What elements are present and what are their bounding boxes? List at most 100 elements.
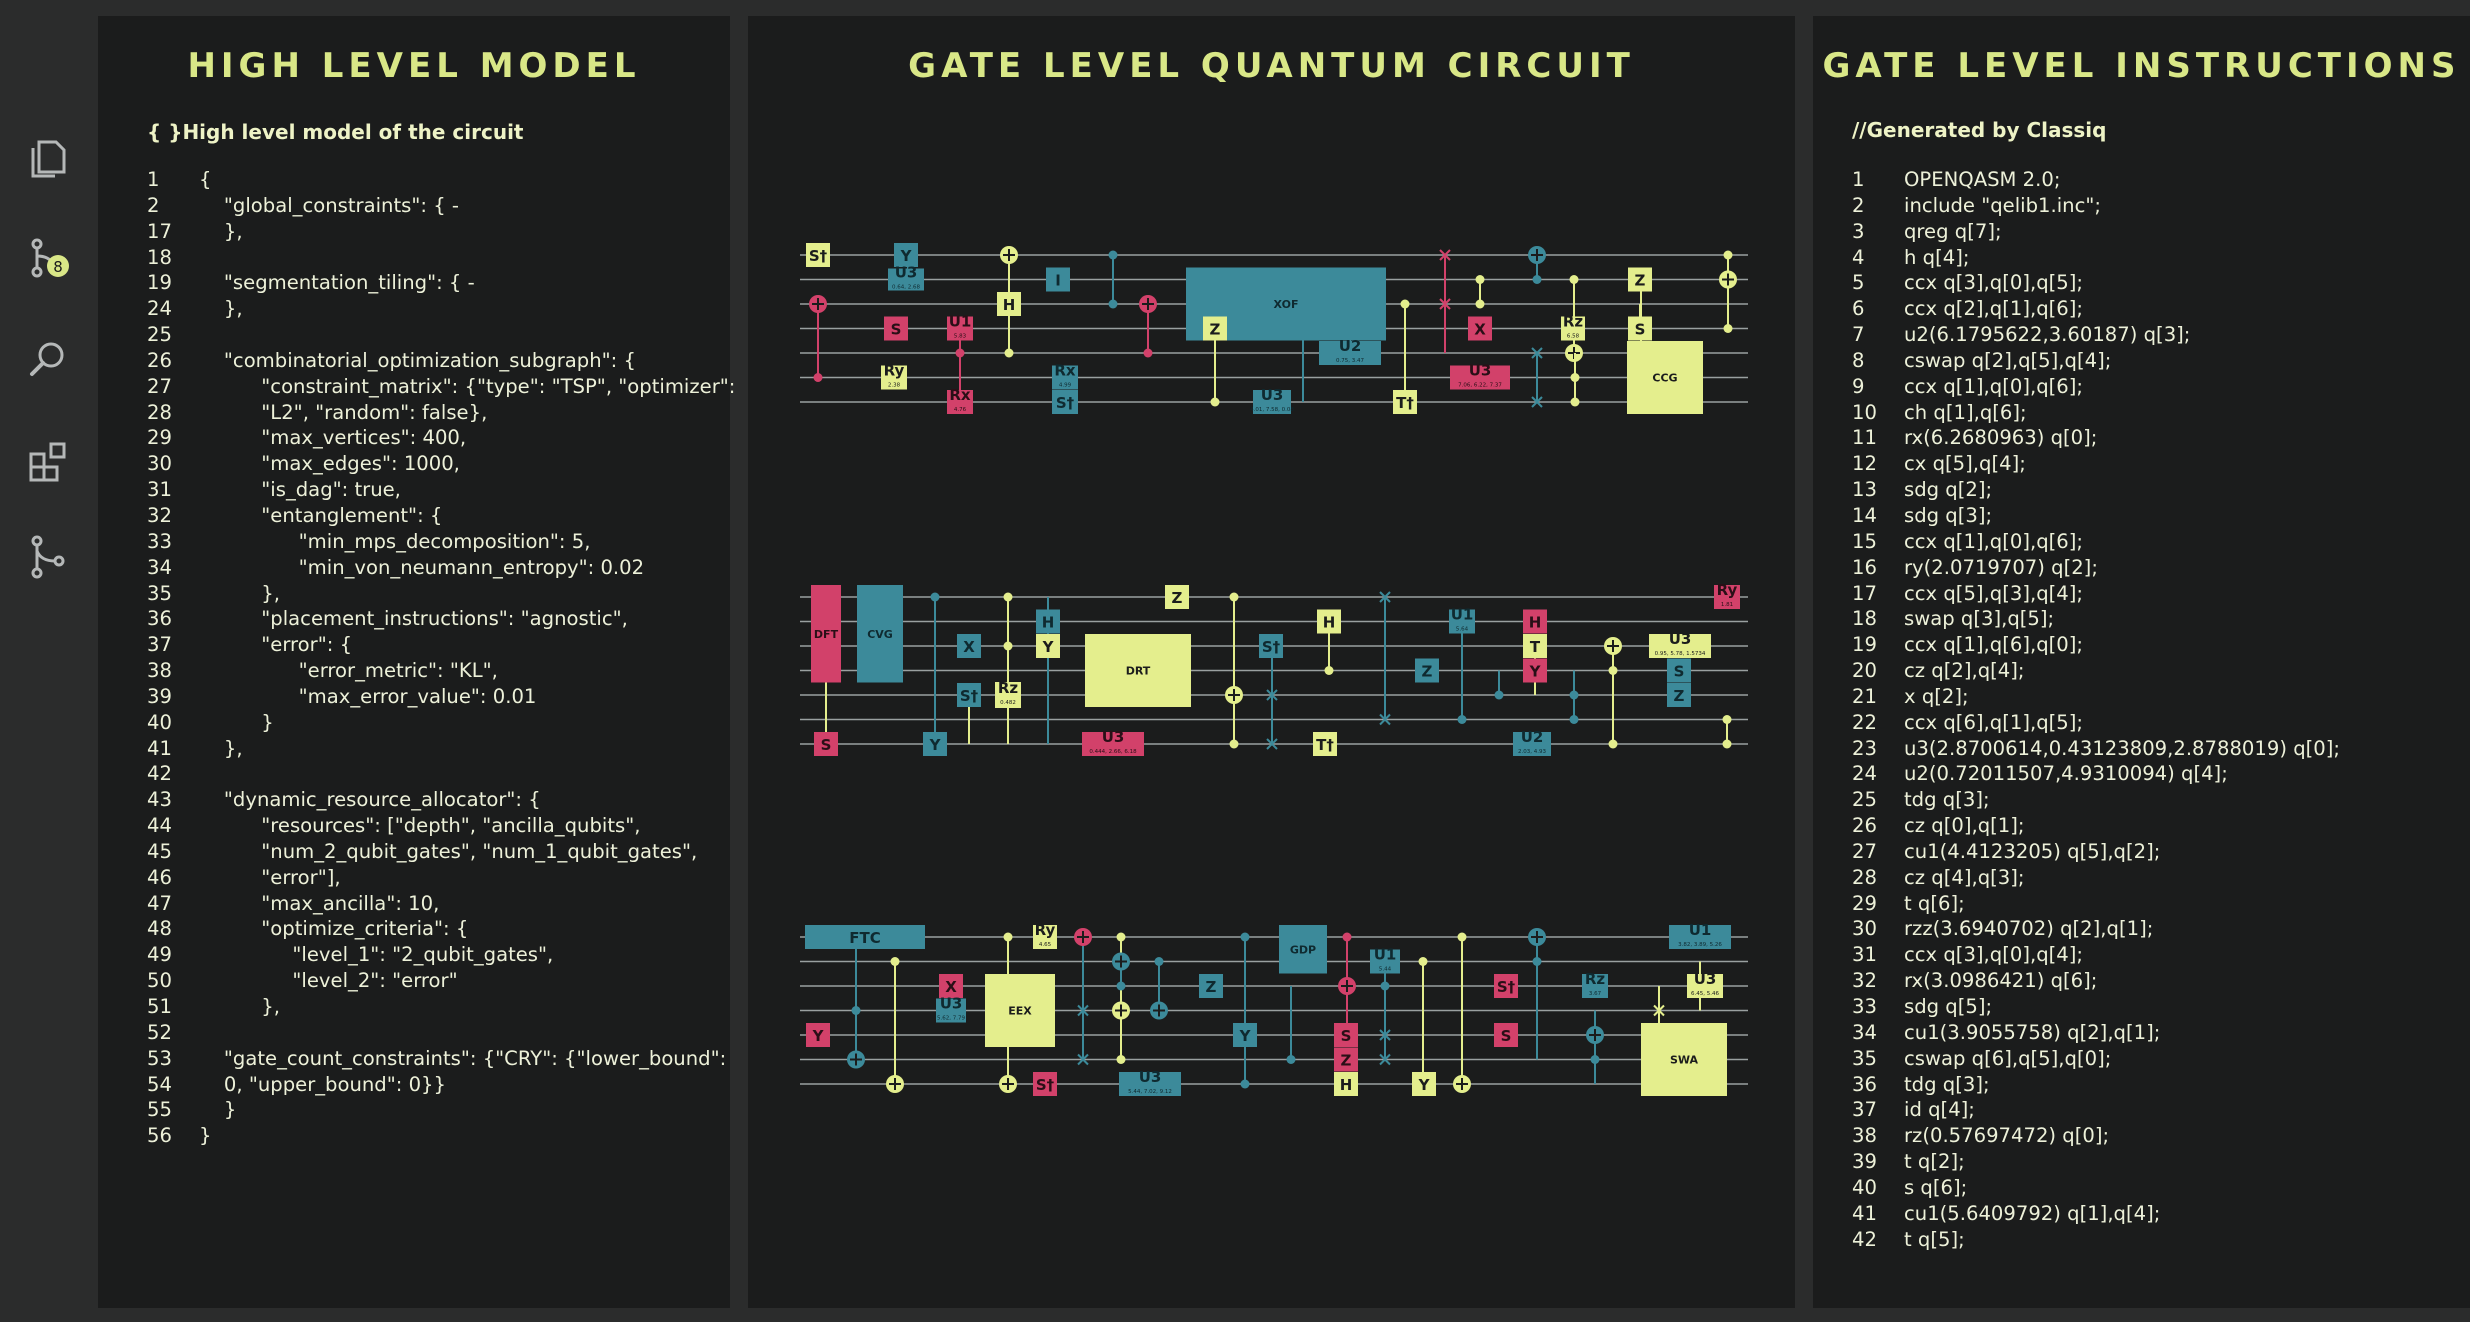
control-dot — [851, 1006, 861, 1015]
swap-cross-b — [1439, 249, 1451, 261]
line-number: 9 — [1852, 374, 1865, 398]
gate-params: 0.444, 2.66, 6.18 — [1089, 749, 1137, 755]
control-dot — [955, 348, 965, 358]
line-text: cu1(4.4123205) q[5],q[2]; — [1904, 839, 2161, 863]
gate-label: U3 — [1139, 1068, 1162, 1086]
model-code-line: 48 "optimize_criteria": { — [147, 916, 735, 942]
control-dot — [1494, 690, 1504, 700]
line-number: 38 — [1852, 1124, 1877, 1148]
gate-params: 0.75, 3.47 — [1336, 358, 1364, 364]
gate-label: Y — [929, 736, 942, 754]
swap-cross-b — [1379, 1053, 1391, 1066]
line-number: 31 — [147, 478, 172, 502]
gate-label: S — [1635, 321, 1646, 339]
line-number: 39 — [1852, 1150, 1877, 1174]
control-dot — [1003, 641, 1013, 651]
branch-icon[interactable] — [24, 533, 72, 581]
gate-box — [1627, 341, 1703, 414]
source-control-icon[interactable]: 8 — [24, 234, 72, 282]
gate-params: 4.99 — [1059, 383, 1072, 389]
gate-label: U1 — [1689, 921, 1712, 939]
line-text: { — [199, 168, 212, 191]
model-code-line: 40 } — [147, 710, 735, 736]
line-number: 40 — [147, 710, 172, 734]
gate-box — [1393, 390, 1417, 414]
swap-cross-b — [1653, 1004, 1665, 1017]
line-number: 23 — [1852, 736, 1877, 760]
gate-box — [947, 390, 973, 414]
line-text: t q[6]; — [1904, 891, 1965, 915]
search-icon[interactable] — [24, 336, 72, 384]
line-number: 14 — [1852, 503, 1877, 527]
gate-label: U3 — [895, 264, 918, 282]
line-text: }, — [199, 995, 280, 1018]
line-number: 49 — [147, 943, 172, 967]
control-dot — [1210, 397, 1220, 407]
extensions-icon[interactable] — [24, 437, 72, 485]
control-dot — [1457, 932, 1467, 942]
line-number: 48 — [147, 917, 172, 941]
gate-box — [1334, 1072, 1358, 1096]
control-dot — [1286, 1055, 1296, 1064]
gate-label: X — [945, 978, 957, 996]
line-text: 0, "upper_bound": 0}} — [199, 1072, 446, 1096]
model-code-line: 27 "constraint_matrix": {"type": "TSP", … — [147, 374, 735, 400]
model-code-line: 32 "entanglement": { — [147, 503, 735, 529]
gate-box — [1052, 365, 1078, 390]
gate-label: Z — [1210, 321, 1221, 339]
model-code-line: 43 "dynamic_resource_allocator": { — [147, 787, 735, 813]
model-code-line: 41 }, — [147, 736, 735, 762]
gate-box — [1494, 974, 1518, 998]
line-number: 30 — [147, 452, 172, 476]
gate-label: FTC — [849, 929, 881, 947]
line-number: 56 — [147, 1124, 172, 1148]
line-text: ccx q[5],q[3],q[4]; — [1904, 581, 2084, 605]
gate-instructions-panel: GATE LEVEL INSTRUCTIONS //Generated by C… — [1813, 16, 2470, 1308]
control-dot — [1240, 932, 1250, 942]
line-text: cu1(5.6409792) q[1],q[4]; — [1904, 1201, 2161, 1225]
line-text: "max_error_value": 0.01 — [199, 684, 537, 708]
gate-box — [1036, 609, 1060, 634]
line-number: 17 — [147, 219, 172, 243]
line-number: 29 — [1852, 891, 1877, 915]
line-number: 45 — [147, 839, 172, 863]
line-number: 15 — [1852, 529, 1877, 553]
line-number: 44 — [147, 814, 172, 838]
control-dot — [1723, 250, 1733, 260]
gate-box — [1052, 390, 1078, 414]
gate-label: Y — [812, 1027, 825, 1045]
model-code-line: 26 "combinatorial_optimization_subgraph"… — [147, 348, 735, 374]
control-dot — [1532, 275, 1542, 284]
control-dot — [1003, 932, 1013, 942]
line-text: include "qelib1.inc"; — [1904, 193, 2101, 217]
line-number: 4 — [1852, 245, 1865, 269]
model-code-line: 56} — [147, 1123, 735, 1149]
line-text: cswap q[2],q[5],q[4]; — [1904, 348, 2112, 372]
gate-label: H — [1042, 614, 1055, 632]
line-number: 51 — [147, 995, 172, 1018]
model-code-line: 38 "error_metric": "KL", — [147, 658, 735, 684]
gate-box — [1119, 1072, 1181, 1096]
gate-box — [1412, 1072, 1436, 1096]
model-code-line: 28 "L2", "random": false}, — [147, 400, 735, 426]
line-number: 37 — [1852, 1098, 1877, 1122]
line-text: s q[6]; — [1904, 1175, 1968, 1199]
gate-label: U3 — [940, 995, 963, 1013]
control-dot — [1324, 666, 1334, 675]
files-icon[interactable] — [24, 133, 72, 181]
gate-label: Rx — [949, 386, 971, 404]
gate-label: Y — [1239, 1027, 1252, 1045]
gate-label: U3 — [1469, 362, 1492, 380]
line-number: 16 — [1852, 555, 1877, 579]
control-dot — [930, 592, 940, 602]
control-dot — [1570, 397, 1580, 407]
